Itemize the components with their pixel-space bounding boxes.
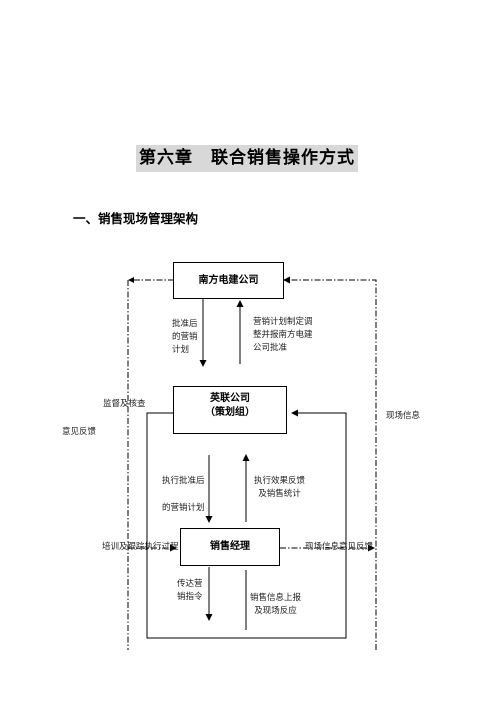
chapter-title: 第六章 联合销售操作方式 <box>136 145 358 172</box>
label-convey-orders: 传达营 销指令 <box>177 579 203 602</box>
label-execute-plan-1: 执行批准后 <box>162 476 205 486</box>
label-site-feedback: 现场信息意见反馈 <box>305 542 374 552</box>
section-heading: 一、销售现场管理架构 <box>73 211 199 226</box>
node-yinglian-line2: （策划组） <box>205 407 255 418</box>
label-sales-report: 销售信息上报 及现场反应 <box>250 593 302 616</box>
outer-left-dashed <box>127 279 174 650</box>
label-approved-plan: 批准后 的营销 计划 <box>172 319 198 355</box>
label-supervise: 监督及核查 <box>103 399 146 409</box>
outer-left-tip <box>128 277 134 283</box>
label-execute-plan-2: 的营销计划 <box>162 503 205 513</box>
node-southern-power: 南方电建公司 <box>173 262 284 299</box>
label-feedback: 意见反馈 <box>62 427 97 437</box>
right-solid-loop <box>246 409 347 639</box>
label-site-info: 现场信息 <box>386 411 421 421</box>
label-effect-feedback: 执行效果反馈 及销售统计 <box>254 476 306 499</box>
label-plan-adjust: 营销计划制定调 整并报南方电建 公司批准 <box>253 317 313 353</box>
node-yinglian: 英联公司 （策划组） <box>173 386 287 434</box>
node-southern-power-label: 南方电建公司 <box>198 275 259 286</box>
node-sales-manager: 销售经理 <box>180 528 280 566</box>
left-solid-loop <box>146 412 250 639</box>
node-yinglian-line1: 英联公司 <box>210 393 250 404</box>
outer-right-dashed <box>283 276 377 650</box>
node-sales-manager-label: 销售经理 <box>210 541 250 552</box>
label-training: 培训及跟踪执行过程 <box>102 542 179 552</box>
